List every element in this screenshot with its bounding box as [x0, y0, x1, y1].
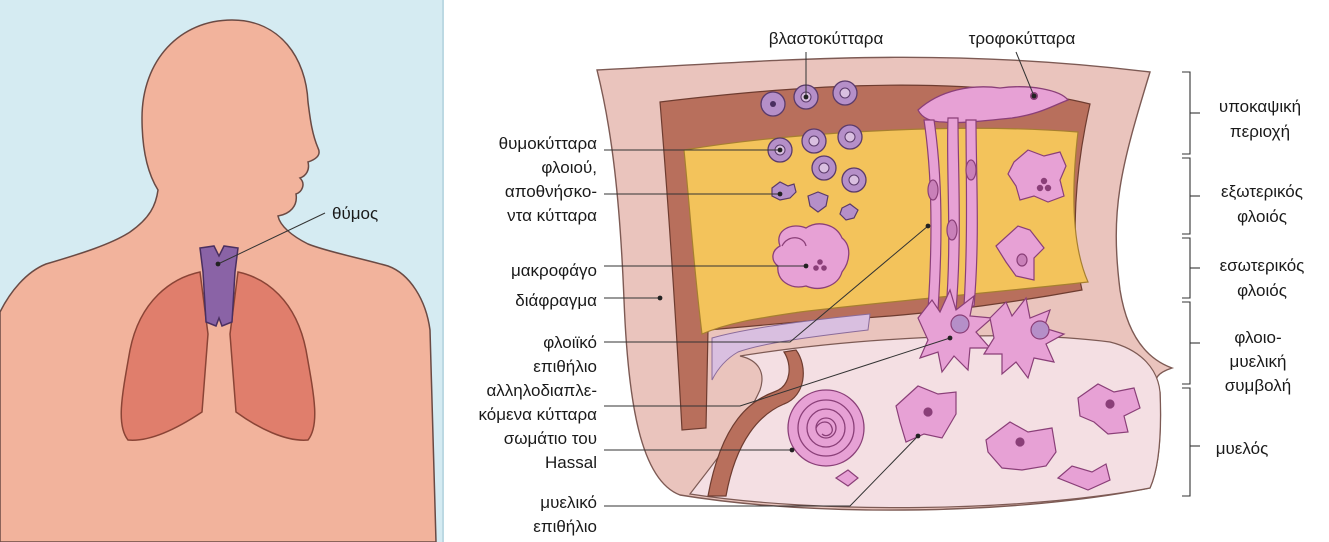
label-thymocytes-line4: ντα κύτταρα [507, 206, 597, 225]
label-medullary-epithelium-line1: μυελικό [540, 493, 597, 512]
label-medullary-epithelium-line2: επιθήλιο [533, 517, 597, 536]
label-subcapsular-line2: περιοχή [1230, 122, 1290, 141]
cortical-thymocytes [767, 124, 867, 193]
label-junction-line2: μυελική [1230, 352, 1287, 371]
left-lung [120, 271, 209, 441]
thymus-pointer-dot [215, 261, 221, 267]
label-cortical-epithelium-line2: επιθήλιο [533, 357, 597, 376]
label-medulla: μυελός [1216, 439, 1269, 458]
label-outer-cortex-line2: φλοιός [1237, 207, 1287, 226]
thymus-label: θύμος [332, 204, 378, 223]
label-junction-line3: συμβολή [1225, 376, 1291, 395]
label-inner-cortex-line2: φλοιός [1237, 281, 1287, 300]
medullary-epithelial-cells [834, 383, 1141, 491]
right-lung [229, 271, 316, 441]
region-labels: υποκαψική περιοχή εξωτερικός φλοιός εσωτ… [1216, 97, 1305, 458]
macrophage [772, 223, 850, 289]
stem-cell-nucleus [770, 101, 776, 107]
label-subcapsular-line1: υποκαψική [1219, 97, 1301, 116]
region-brackets [1182, 71, 1200, 497]
septum [711, 313, 871, 381]
label-thymocytes-line2: φλοιού, [541, 158, 597, 177]
label-hassal-line2: Hassal [545, 453, 597, 472]
label-stem-cells: βλαστοκύτταρα [769, 29, 884, 48]
left-labels: θυμοκύτταρα φλοιού, αποθνήσκο- ντα κύττα… [479, 134, 953, 536]
stem-cell-nucleus [839, 87, 851, 99]
label-septum: διάφραγμα [515, 291, 597, 310]
top-labels: βλαστοκύτταρα τροφοκύτταρα [769, 29, 1076, 100]
cortex-epithelial-cells [995, 149, 1067, 281]
label-macrophage: μακροφάγο [511, 261, 597, 280]
label-outer-cortex-line1: εξωτερικός [1221, 182, 1303, 201]
label-inner-cortex-line1: εσωτερικός [1220, 256, 1305, 275]
thymus-leader-line [217, 212, 326, 265]
hassal-corpuscle [787, 389, 865, 467]
dying-cells [771, 181, 859, 221]
label-nurse-cells: τροφοκύτταρα [969, 29, 1076, 48]
label-cortical-epithelium-line1: φλοιϊκό [543, 333, 597, 352]
cortical-epithelium [923, 117, 978, 311]
label-thymocytes-line3: αποθνήσκο- [505, 182, 597, 201]
body-panel: θύμος [0, 0, 444, 542]
thymus-organ [199, 245, 239, 327]
label-interdigitating-line2: κόμενα κύτταρα [479, 405, 598, 424]
label-hassal-line1: σωμάτιο του [504, 429, 597, 448]
label-thymocytes-line1: θυμοκύτταρα [499, 134, 597, 153]
label-interdigitating-line1: αλληλοδιαπλε- [486, 381, 597, 400]
stem-cells [760, 80, 858, 117]
label-junction-line1: φλοιο- [1234, 328, 1281, 347]
lobule-diagram [596, 56, 1175, 511]
blood-vessel [707, 349, 804, 497]
interdigitating-cells [917, 288, 1066, 380]
